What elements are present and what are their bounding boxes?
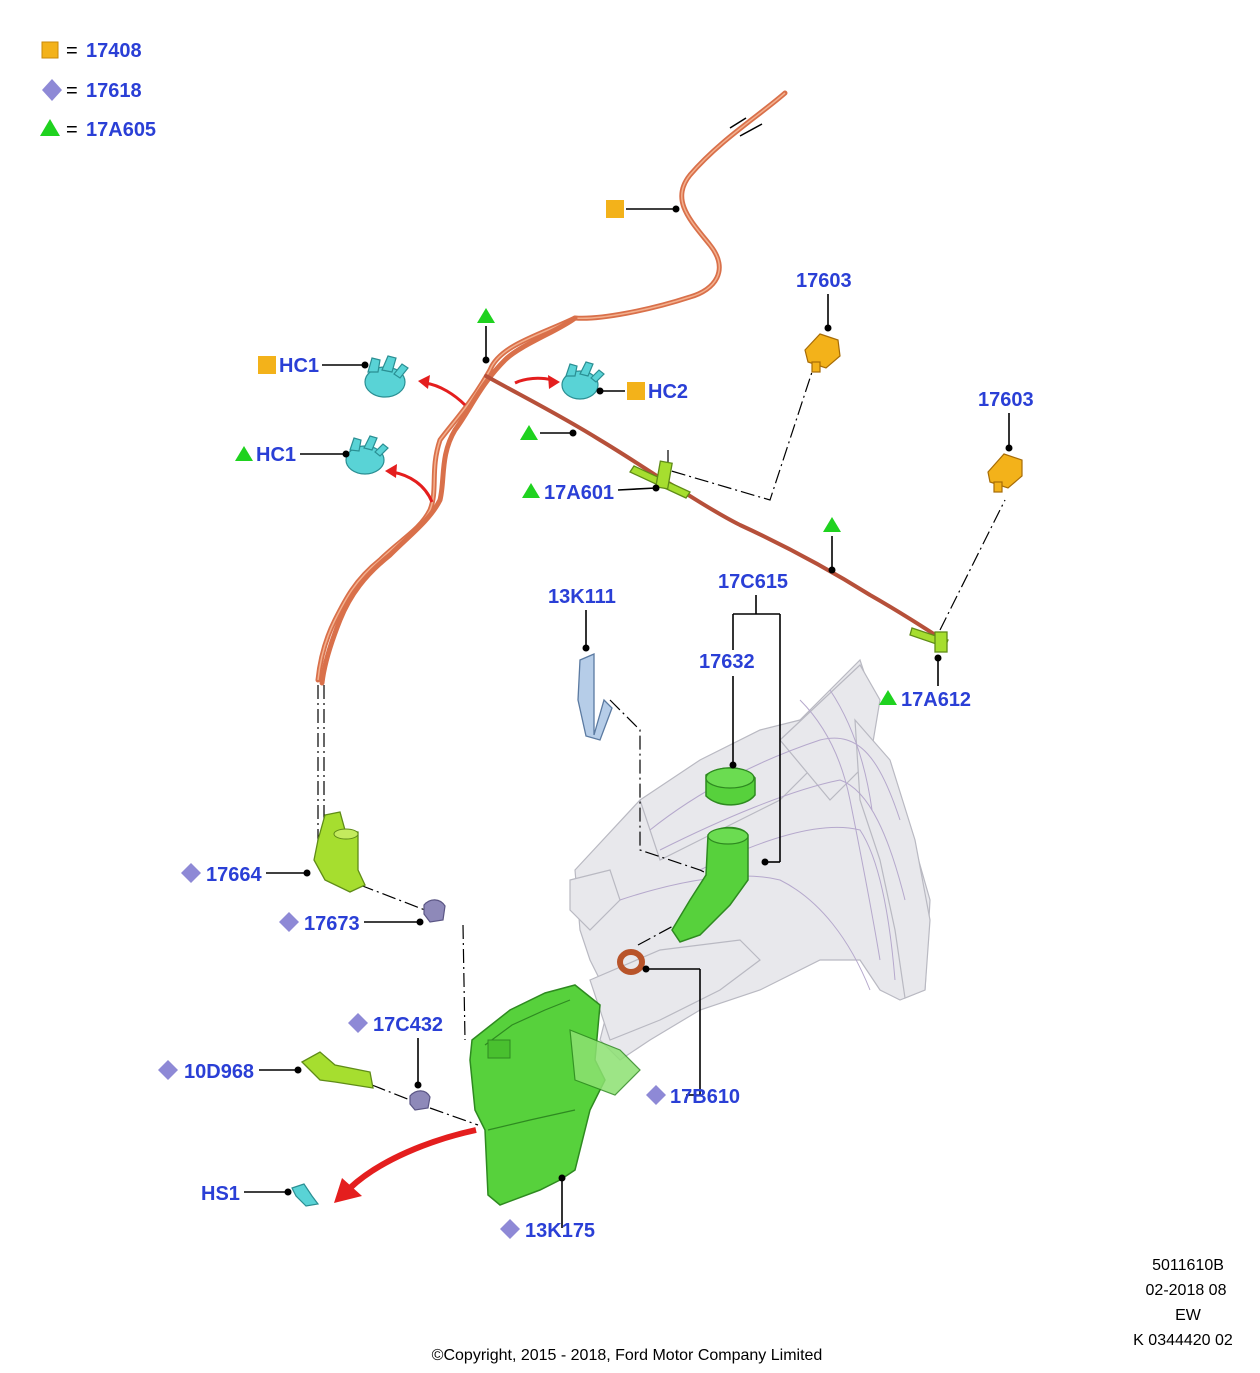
hs1-fitting (291, 1183, 320, 1207)
green-triangle-icon (522, 483, 540, 498)
callout-17603-a: 17603 (796, 270, 852, 292)
green-triangle-icon (520, 425, 538, 440)
legend-equals: = (66, 40, 78, 62)
callout-hc1-top: HC1 (279, 355, 319, 377)
purple-diamond-icon (500, 1219, 520, 1239)
orange-square-icon (41, 41, 59, 59)
bracket-13K111 (577, 653, 613, 741)
callout-hc2: HC2 (648, 381, 688, 403)
washer-hose (315, 90, 788, 686)
grommet-17B610 (617, 949, 645, 975)
orange-square-icon (627, 382, 645, 400)
legend: = 17408 = 17618 = 17A605 (40, 40, 156, 141)
orange-square-icon (606, 200, 624, 218)
purple-diamond-icon (348, 1013, 368, 1033)
filler-cap-17632 (705, 767, 756, 806)
callout-10D968: 10D968 (184, 1061, 254, 1083)
purple-diamond-icon (181, 863, 201, 883)
hc1-clip-lower (345, 435, 389, 475)
callout-hs1: HS1 (201, 1183, 240, 1205)
nozzle-17603-a (804, 333, 841, 373)
legend-code-17408: 17408 (86, 40, 142, 62)
copyright-notice: ©Copyright, 2015 - 2018, Ford Motor Comp… (432, 1347, 823, 1364)
callout-17664: 17664 (206, 864, 262, 886)
footer-reference-block: 5011610B 02-2018 08 EW K 0344420 02 (1133, 1257, 1233, 1349)
callout-13K175: 13K175 (525, 1220, 595, 1242)
green-triangle-icon (879, 690, 897, 705)
callout-17C615: 17C615 (718, 571, 788, 593)
purple-diamond-icon (158, 1060, 178, 1080)
callout-17B610: 17B610 (670, 1086, 740, 1108)
revision-date: 02-2018 08 (1146, 1282, 1227, 1299)
callout-hc1-lower: HC1 (256, 444, 296, 466)
callout-17C432: 17C432 (373, 1014, 443, 1036)
grommet-17C432 (409, 1090, 431, 1111)
callout-17A601: 17A601 (544, 482, 614, 504)
nozzle-17603-b (987, 453, 1023, 493)
hc1-clip-top (364, 355, 409, 398)
rear-washer-hose (484, 374, 942, 640)
callout-17673: 17673 (304, 913, 360, 935)
callout-17A612: 17A612 (901, 689, 971, 711)
legend-equals: = (66, 80, 78, 102)
green-triangle-icon (40, 119, 60, 136)
purple-diamond-icon (646, 1085, 666, 1105)
level-sensor-10D968 (300, 1051, 374, 1089)
callout-17632: 17632 (699, 651, 755, 673)
orange-square-icon (258, 356, 276, 374)
drawing-number: K 0344420 02 (1133, 1332, 1233, 1349)
green-triangle-icon (823, 517, 841, 532)
connector-17A612 (909, 627, 949, 653)
reference-number: 5011610B (1152, 1257, 1224, 1274)
purple-diamond-icon (42, 79, 62, 101)
callout-13K111: 13K111 (548, 586, 616, 608)
green-triangle-icon (235, 446, 253, 461)
legend-code-17A605: 17A605 (86, 119, 156, 141)
grommet-17673 (423, 899, 446, 923)
legend-code-17618: 17618 (86, 80, 142, 102)
green-triangle-icon (477, 308, 495, 323)
pump-17664 (313, 811, 366, 893)
purple-diamond-icon (279, 912, 299, 932)
hc2-clip (561, 361, 605, 400)
callout-17603-b: 17603 (978, 389, 1034, 411)
connector-17A601 (629, 460, 691, 499)
vehicle-body-structure (569, 658, 931, 1061)
reservoir-13K175 (469, 984, 641, 1206)
legend-equals: = (66, 119, 78, 141)
region-code: EW (1175, 1307, 1202, 1324)
red-arrows (334, 375, 560, 1203)
filler-neck-17C615 (671, 826, 749, 943)
connection-lines (317, 371, 1006, 1126)
